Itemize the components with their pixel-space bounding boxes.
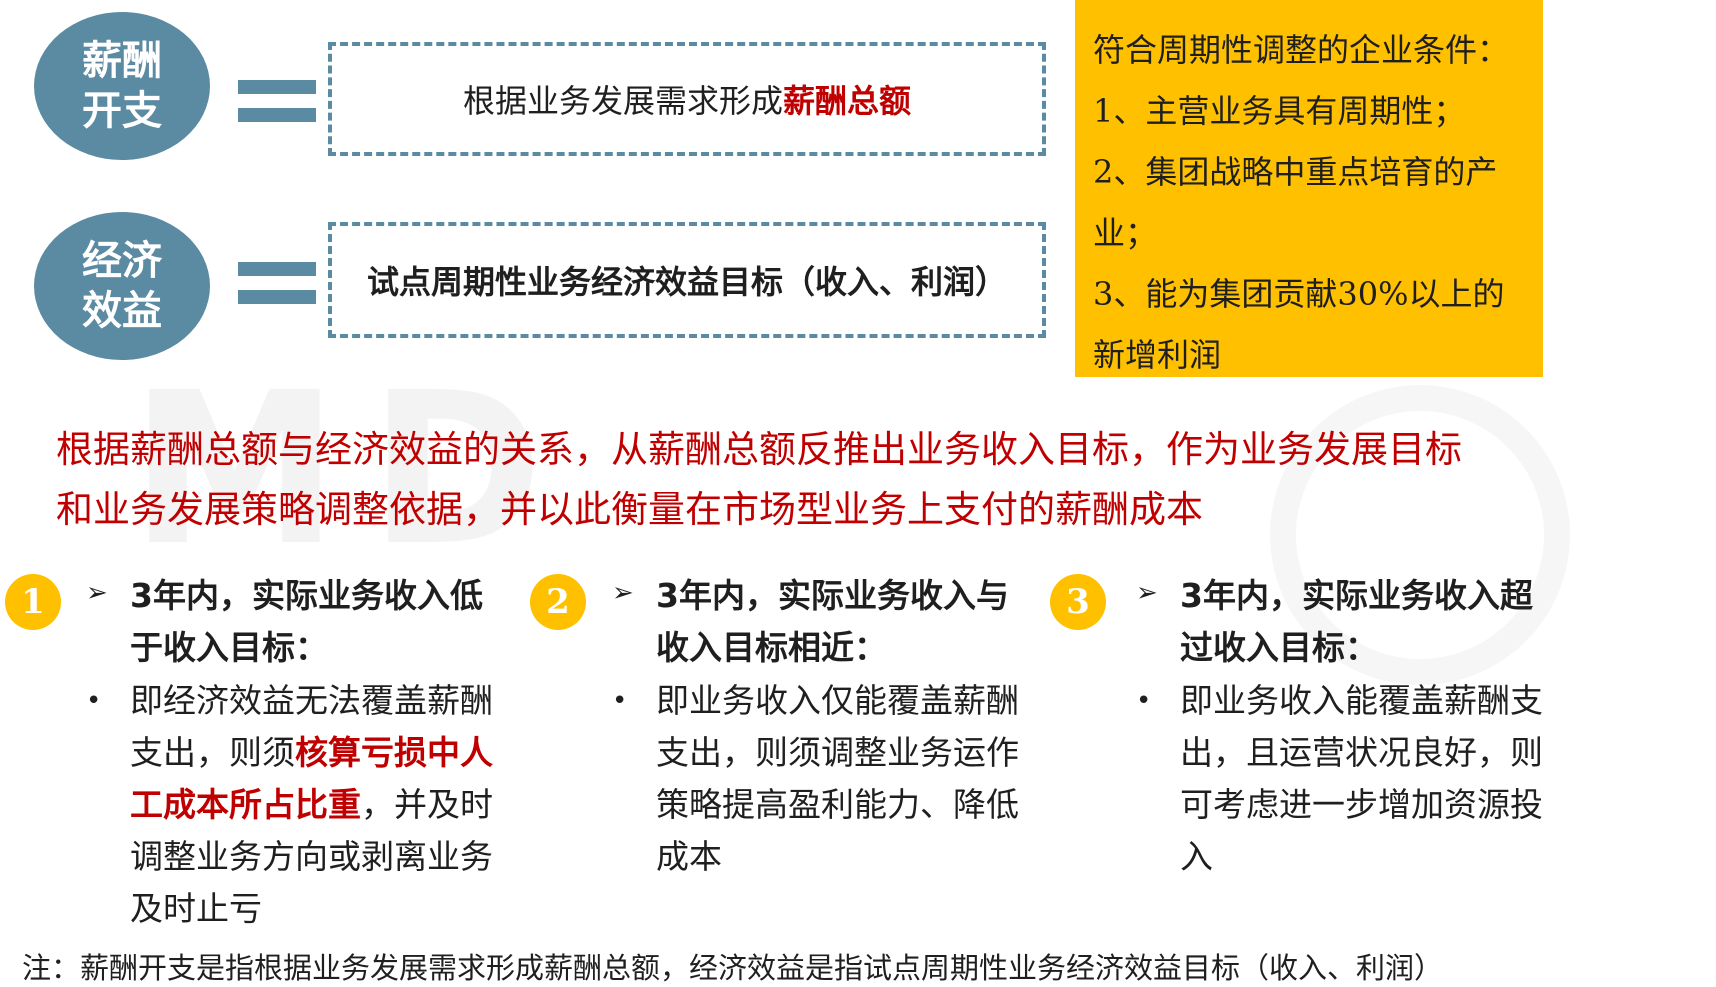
- number-badge-3: 3: [1050, 574, 1106, 630]
- body-line: 工成本所占比重，并及时: [130, 779, 493, 831]
- condition-line: 业；: [1093, 214, 1158, 252]
- condition-line: 新增利润: [1093, 336, 1222, 374]
- body-line: 即经济效益无法覆盖薪酬: [130, 681, 493, 720]
- body-line: 策略提高盈利能力、降低: [656, 785, 1019, 824]
- bullet-dot: •: [1136, 686, 1152, 716]
- conditions-title: 符合周期性调整的企业条件：: [1093, 31, 1510, 69]
- footnote: 注：薪酬开支是指根据业务发展需求形成薪酬总额，经济效益是指试点周期性业务经济效益…: [22, 951, 1444, 985]
- equals-sign-1: [238, 80, 316, 134]
- body-line: 入: [1180, 837, 1213, 876]
- key-statement: 根据薪酬总额与经济效益的关系，从薪酬总额反推出业务收入目标，作为业务发展目标 和…: [56, 420, 1516, 540]
- benefit-definition-text: 试点周期性业务经济效益目标（收入、利润）: [366, 263, 1007, 301]
- condition-line: 3、能为集团贡献30%以上的: [1093, 275, 1505, 313]
- pay-expense-circle: 薪酬 开支: [34, 12, 210, 160]
- equals-sign-2: [238, 262, 316, 316]
- body-line: 及时止亏: [130, 889, 262, 928]
- scenario-1-body: 即经济效益无法覆盖薪酬 支出，则须核算亏损中人 工成本所占比重，并及时 调整业务…: [130, 675, 493, 935]
- scenario-2-heading: 3年内，实际业务收入与 收入目标相近：: [656, 570, 1009, 674]
- body-line: 支出，则须调整业务运作: [656, 733, 1019, 772]
- body-line: 出，且运营状况良好，则: [1180, 733, 1543, 772]
- loss-highlight: 核算亏损中人: [295, 733, 493, 772]
- body-line: 成本: [656, 837, 722, 876]
- benefit-definition-box: 试点周期性业务经济效益目标（收入、利润）: [328, 222, 1046, 338]
- key-statement-line: 根据薪酬总额与经济效益的关系，从薪酬总额反推出业务收入目标，作为业务发展目标: [56, 428, 1462, 471]
- pay-definition-box: 根据业务发展需求形成薪酬总额: [328, 42, 1046, 156]
- body-line: 即业务收入仅能覆盖薪酬: [656, 681, 1019, 720]
- heading-line: 于收入目标：: [130, 628, 328, 667]
- condition-line: 1、主营业务具有周期性；: [1093, 92, 1466, 130]
- heading-line: 3年内，实际业务收入超: [1180, 576, 1533, 615]
- number-badge-2: 2: [530, 574, 586, 630]
- labor-cost-highlight: 工成本所占比重: [130, 785, 361, 824]
- pay-total-highlight: 薪酬总额: [783, 82, 912, 120]
- heading-line: 过收入目标：: [1180, 628, 1378, 667]
- scenario-1-heading: 3年内，实际业务收入低 于收入目标：: [130, 570, 483, 674]
- scenario-3-body: 即业务收入能覆盖薪酬支 出，且运营状况良好，则 可考虑进一步增加资源投 入: [1180, 675, 1543, 883]
- economic-benefit-circle: 经济 效益: [34, 212, 210, 360]
- conditions-box: 符合周期性调整的企业条件： 1、主营业务具有周期性； 2、集团战略中重点培育的产…: [1075, 0, 1543, 377]
- body-line: 即业务收入能覆盖薪酬支: [1180, 681, 1543, 720]
- body-text: ，并及时: [361, 785, 493, 824]
- heading-line: 3年内，实际业务收入与: [656, 576, 1009, 615]
- arrow-bullet-icon: ➢: [612, 578, 634, 608]
- bullet-dot: •: [86, 686, 102, 716]
- pay-definition-text: 根据业务发展需求形成: [462, 82, 783, 120]
- body-line: 调整业务方向或剥离业务: [130, 837, 493, 876]
- number-badge-1: 1: [5, 574, 61, 630]
- scenario-2-body: 即业务收入仅能覆盖薪酬 支出，则须调整业务运作 策略提高盈利能力、降低 成本: [656, 675, 1019, 883]
- watermark-logo: MD: [130, 365, 573, 575]
- body-text: 支出，则须: [130, 733, 295, 772]
- body-line: 支出，则须核算亏损中人: [130, 727, 493, 779]
- arrow-bullet-icon: ➢: [1136, 578, 1158, 608]
- heading-line: 收入目标相近：: [656, 628, 887, 667]
- arrow-bullet-icon: ➢: [86, 578, 108, 608]
- bullet-dot: •: [612, 686, 628, 716]
- key-statement-line: 和业务发展策略调整依据，并以此衡量在市场型业务上支付的薪酬成本: [56, 488, 1203, 531]
- scenario-3-heading: 3年内，实际业务收入超 过收入目标：: [1180, 570, 1533, 674]
- condition-line: 2、集团战略中重点培育的产: [1093, 153, 1498, 191]
- body-line: 可考虑进一步增加资源投: [1180, 785, 1543, 824]
- heading-line: 3年内，实际业务收入低: [130, 576, 483, 615]
